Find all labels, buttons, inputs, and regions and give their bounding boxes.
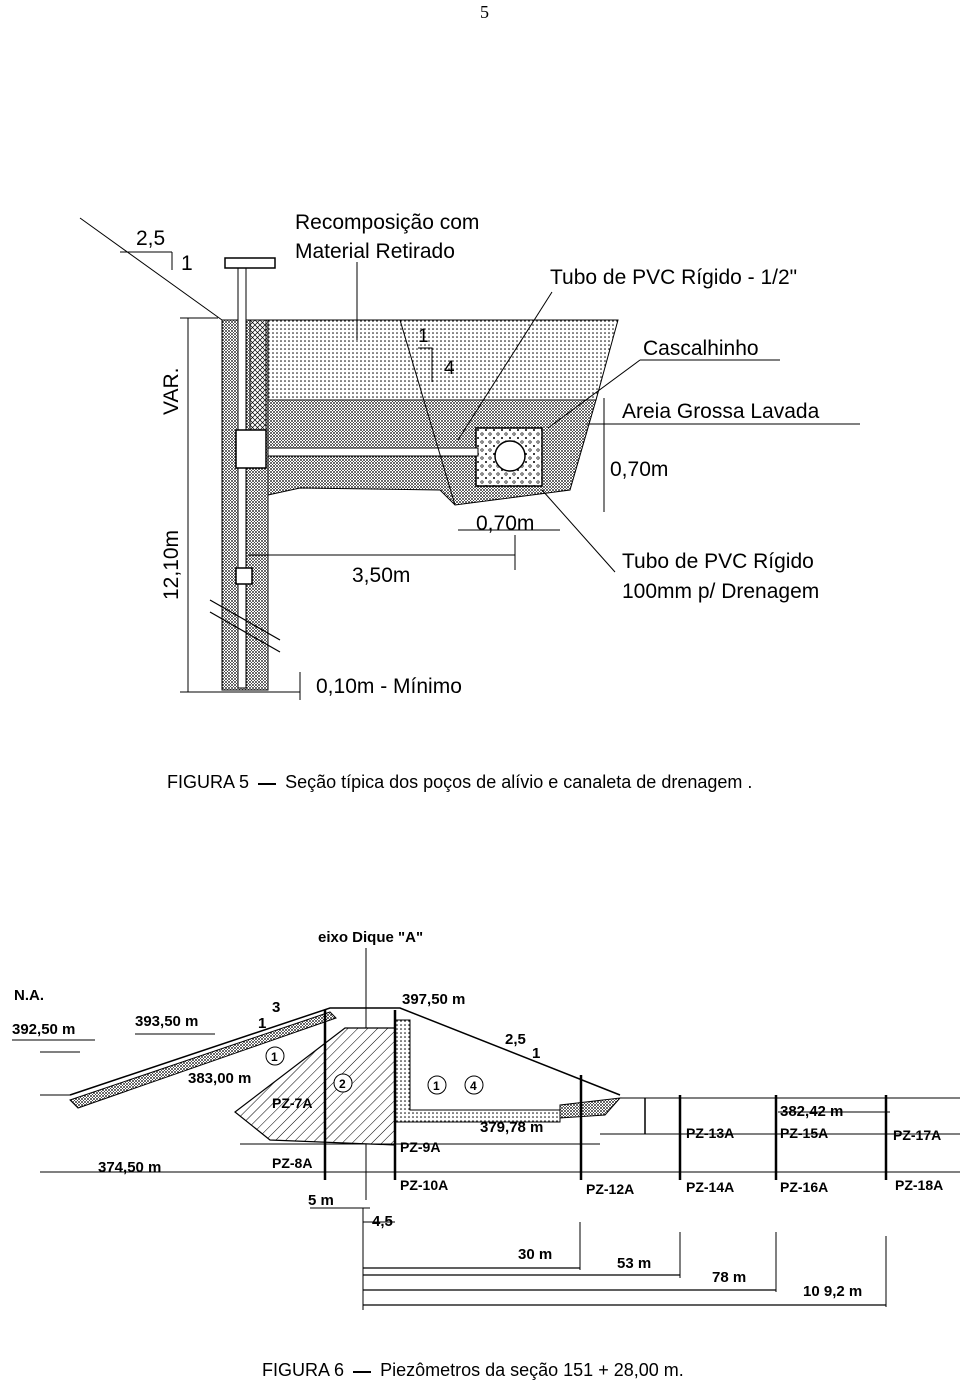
label-height-070: 0,70m [610,458,668,481]
upstream-protection [69,1011,337,1109]
figure5-drawing [79,217,860,700]
figure6-caption-text: Piezômetros da seção 151 + 28,00 m. [380,1360,684,1380]
label-pz16a: PZ-16A [780,1179,828,1195]
dike-outline [69,1007,621,1096]
label-d-45: 4,5 [372,1213,393,1230]
slope-line [79,217,223,321]
figure6-caption-number: FIGURA 6 [262,1360,345,1380]
label-d-78: 78 m [712,1269,746,1286]
label-slope2-top: 1 [418,326,429,347]
label-areia: Areia Grossa Lavada [622,400,820,423]
label-d-53: 53 m [617,1255,651,1272]
label-recomposicao-1: Recomposição com [295,211,479,234]
label-el-392: 392,50 m [12,1021,75,1038]
trench-slope-line [399,319,456,506]
well-tube [237,267,247,689]
figure5-caption: FIGURA 5 Seção típica dos poços de alívi… [167,772,752,793]
page-number: 5 [480,2,489,22]
label-d-30: 30 m [518,1246,552,1263]
toe-drain [559,1097,622,1119]
label-slope-25: 2,5 [505,1031,526,1048]
label-pz18a: PZ-18A [895,1177,943,1193]
label-d-109: 10 9,2 m [803,1283,862,1300]
label-tubo-drenagem-1: Tubo de PVC Rígido [622,550,814,573]
label-pz8a: PZ-8A [272,1155,312,1171]
fill-recomposicao [267,319,619,401]
figure6-drawing [12,948,960,1310]
label-slope-1a: 1 [258,1015,266,1032]
label-slope2-h: 4 [444,358,455,379]
label-pz10a: PZ-10A [400,1177,448,1193]
label-var: VAR. [160,368,183,415]
label-recomposicao-2: Material Retirado [295,240,455,263]
label-tubo-drenagem-2: 100mm p/ Drenagem [622,580,819,603]
well-cap [224,257,276,269]
label-zone-1a: 1 [271,1050,278,1064]
label-pz13a: PZ-13A [686,1125,734,1141]
break-symbol [209,599,281,653]
label-cascalhinho: Cascalhinho [643,337,759,360]
label-slope-v: 1 [181,252,193,275]
label-pz15a: PZ-15A [780,1125,828,1141]
label-zone-2: 2 [339,1077,346,1091]
drain-pipe [494,440,526,472]
label-el-379: 379,78 m [480,1119,543,1136]
label-el-374: 374,50 m [98,1159,161,1176]
figure5-caption-number: FIGURA 5 [167,772,250,792]
label-slope-h: 2,5 [136,227,165,250]
label-zone-4: 4 [470,1079,477,1093]
label-pz12a: PZ-12A [586,1181,634,1197]
label-depth: 12,10m [160,530,183,600]
label-slope-1b: 1 [532,1045,540,1062]
well-cross-section [249,319,267,431]
label-minimo: 0,10m - Mínimo [316,675,462,698]
label-na: N.A. [14,987,44,1004]
label-width-070: 0,70m [476,512,534,535]
caption-dash [258,783,277,785]
label-pz17a: PZ-17A [893,1127,941,1143]
filter-zone [394,1019,561,1123]
label-pz9a: PZ-9A [400,1139,440,1155]
label-el-383: 383,00 m [188,1070,251,1087]
label-el-397: 397,50 m [402,991,465,1008]
core-zone [234,1027,396,1146]
label-dist-350: 3,50m [352,564,410,587]
label-pz7a: PZ-7A [272,1095,312,1111]
figure6-caption: FIGURA 6 Piezômetros da seção 151 + 28,0… [262,1360,684,1381]
label-el-393: 393,50 m [135,1013,198,1030]
label-slope-3: 3 [272,999,280,1016]
label-eixo: eixo Dique "A" [318,929,423,946]
label-tubo-pvc-half: Tubo de PVC Rígido - 1/2" [550,266,797,289]
label-el-382: 382,42 m [780,1103,843,1120]
horizontal-pipe [267,447,479,457]
well-joint [235,429,267,469]
label-zone-1b: 1 [433,1079,440,1093]
label-pz14a: PZ-14A [686,1179,734,1195]
well-joint-2 [235,567,253,585]
label-d-5m: 5 m [308,1192,334,1209]
caption-dash [353,1371,372,1373]
figure5-caption-text: Seção típica dos poços de alívio e canal… [285,772,753,792]
